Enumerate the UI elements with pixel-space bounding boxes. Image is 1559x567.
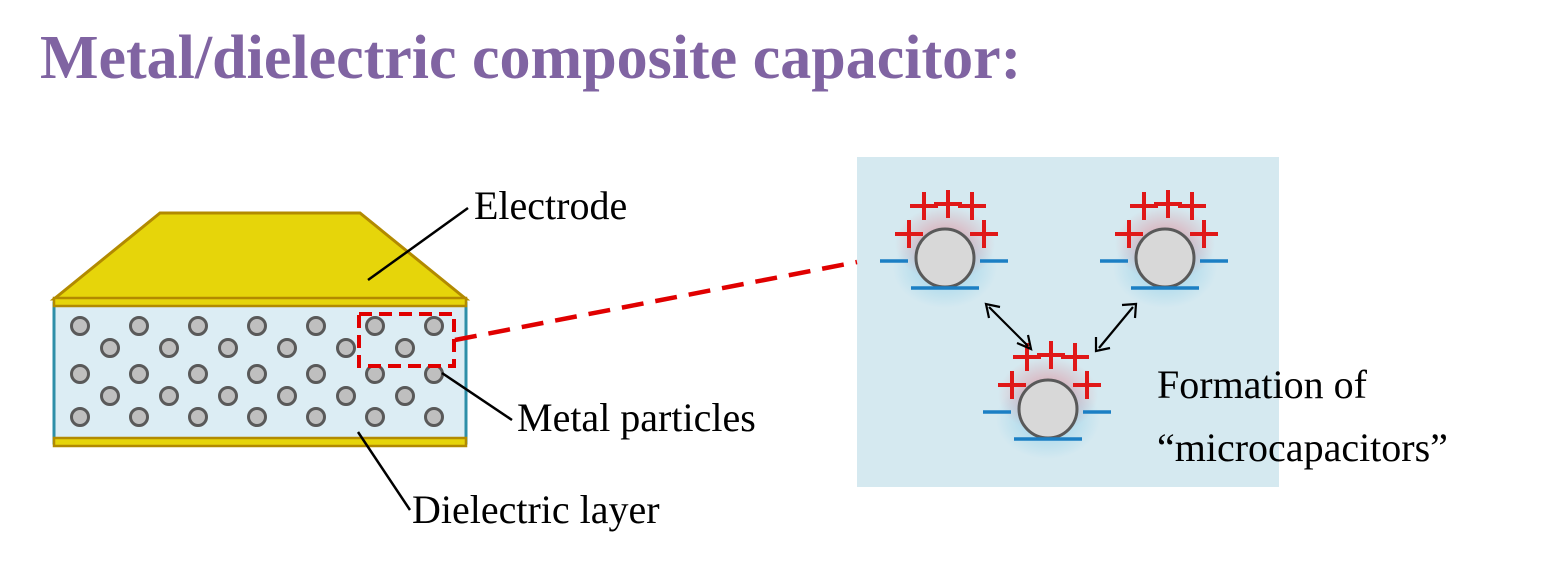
metal-particle [365,364,385,384]
metal-particle [306,316,326,336]
metal-particle [277,386,297,406]
interaction-arrow-left [984,302,1033,351]
metal-particle [159,386,179,406]
metal-particle [424,407,444,427]
metal-particle [395,338,415,358]
metal-particle [70,364,90,384]
slide-title: Metal/dielectric composite capacitor: [40,24,1022,92]
positive-charge: + [1154,190,1182,218]
metal-particle [424,316,444,336]
interaction-arrow-right [1094,302,1138,353]
metal-particle-zoomed [914,227,976,289]
metal-particle [159,338,179,358]
metal-particle [336,386,356,406]
metal-particle [188,407,208,427]
positive-charge: + [895,220,923,248]
metal-particle [365,407,385,427]
metal-particle [306,407,326,427]
metal-particle [247,316,267,336]
metal-particle [218,386,238,406]
metal-particle [218,338,238,358]
electrode-leader [367,206,469,282]
dielectric-layer-leader [356,431,412,511]
metal-particle-zoomed [1017,378,1079,440]
positive-charge: + [1037,341,1065,369]
metal-particles-label: Metal particles [517,395,756,440]
positive-charge: + [1115,220,1143,248]
highlight-box [357,312,456,368]
dielectric-layer-label: Dielectric layer [412,487,660,532]
zoom-connector [454,259,858,343]
metal-particle [395,386,415,406]
positive-charge: + [1130,192,1158,220]
positive-charge: + [998,371,1026,399]
formation-label-line2: “microcapacitors” [1157,425,1448,470]
metal-particle [188,364,208,384]
metal-particle [188,316,208,336]
metal-particle [306,364,326,384]
microcapacitor: +++++−−− [983,341,1111,459]
top-electrode-plate [52,296,468,308]
metal-particles [70,316,444,427]
metal-particle [129,364,149,384]
microcapacitors: +++++−−− +++++−−− +++++−−− [880,190,1228,459]
metal-particle [424,364,444,384]
positive-charge: + [1178,192,1206,220]
positive-charge: + [1061,343,1089,371]
metal-particle [129,407,149,427]
metal-particle [365,316,385,336]
metal-particle-zoomed [1134,227,1196,289]
positive-charge: + [1073,371,1101,399]
metal-particle [247,407,267,427]
metal-particles-leader [441,371,513,422]
metal-particle [70,316,90,336]
formation-label-line1: Formation of [1157,362,1367,407]
positive-charge: + [1190,220,1218,248]
positive-charge: + [958,192,986,220]
electrode-label: Electrode [474,183,628,228]
positive-charge: + [910,192,938,220]
bottom-electrode [52,436,468,448]
microcapacitor: +++++−−− [1100,190,1228,308]
positive-charge: + [970,220,998,248]
metal-particle [100,386,120,406]
positive-charge: + [934,190,962,218]
metal-particle [247,364,267,384]
metal-particle [129,316,149,336]
top-electrode [49,211,471,301]
metal-particle [277,338,297,358]
metal-particle [70,407,90,427]
metal-particle [336,338,356,358]
microcapacitor: +++++−−− [880,190,1008,308]
metal-particle [100,338,120,358]
